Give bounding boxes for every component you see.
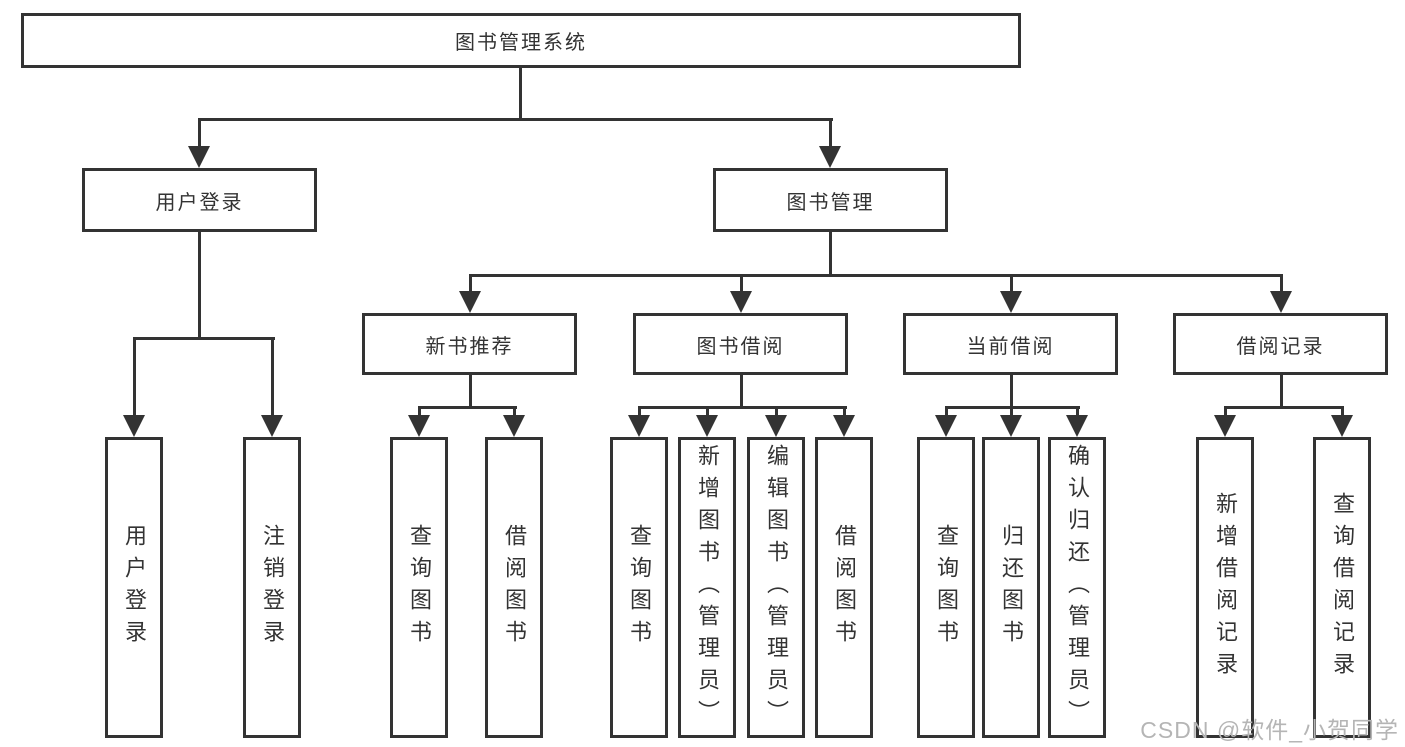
connector-line bbox=[1280, 274, 1283, 294]
leaf-label: 借阅图书 bbox=[832, 523, 857, 652]
arrow-down-icon bbox=[408, 415, 430, 437]
node-current-borrowing: 当前借阅 bbox=[903, 313, 1118, 375]
node-label: 图书管理 bbox=[786, 191, 875, 214]
leaf-label: 归还图书 bbox=[999, 523, 1024, 652]
arrow-down-icon bbox=[765, 415, 787, 437]
connector-line bbox=[775, 406, 778, 417]
arrow-down-icon bbox=[503, 415, 525, 437]
connector-line bbox=[198, 118, 201, 148]
connector-line bbox=[1010, 274, 1013, 294]
connector-line bbox=[198, 232, 201, 340]
connector-line bbox=[740, 375, 743, 409]
leaf-label: 查询借阅记录 bbox=[1330, 491, 1355, 684]
leaf-user-login: 用户登录 bbox=[105, 437, 163, 738]
arrow-down-icon bbox=[123, 415, 145, 437]
node-library-management-system: 图书管理系统 bbox=[21, 13, 1021, 68]
connector-line bbox=[1076, 406, 1079, 417]
node-label: 图书管理系统 bbox=[455, 32, 587, 54]
arrow-down-icon bbox=[261, 415, 283, 437]
connector-line bbox=[1224, 406, 1227, 417]
node-borrowing-records: 借阅记录 bbox=[1173, 313, 1388, 375]
csdn-watermark: CSDN @软件_小贺同学 bbox=[1140, 717, 1399, 743]
leaf-label: 用户登录 bbox=[122, 523, 147, 652]
leaf-label: 确认归还（管理员） bbox=[1065, 443, 1090, 732]
connector-line bbox=[638, 406, 847, 409]
connector-line bbox=[133, 337, 275, 340]
connector-line bbox=[1280, 375, 1283, 409]
arrow-down-icon bbox=[819, 146, 841, 168]
node-new-book-recommendation: 新书推荐 bbox=[362, 313, 577, 375]
connector-line bbox=[945, 406, 948, 417]
arrow-down-icon bbox=[1000, 415, 1022, 437]
connector-line bbox=[513, 406, 516, 417]
node-label: 图书借阅 bbox=[696, 335, 785, 358]
leaf-newbook-borrow-books: 借阅图书 bbox=[485, 437, 543, 738]
leaf-label: 注销登录 bbox=[260, 523, 285, 652]
node-book-borrowing: 图书借阅 bbox=[633, 313, 848, 375]
leaf-logout: 注销登录 bbox=[243, 437, 301, 738]
leaf-label: 借阅图书 bbox=[502, 523, 527, 652]
leaf-records-add-borrow-record: 新增借阅记录 bbox=[1196, 437, 1254, 738]
leaf-label: 查询图书 bbox=[934, 523, 959, 652]
leaf-label: 新增借阅记录 bbox=[1213, 491, 1238, 684]
leaf-borrowing-borrow-books: 借阅图书 bbox=[815, 437, 873, 738]
leaf-records-query-borrow-record: 查询借阅记录 bbox=[1313, 437, 1371, 738]
leaf-label: 查询图书 bbox=[627, 523, 652, 652]
connector-line bbox=[829, 118, 832, 148]
leaf-borrowing-query-books: 查询图书 bbox=[610, 437, 668, 738]
leaf-current-confirm-return-admin: 确认归还（管理员） bbox=[1048, 437, 1106, 738]
leaf-label: 编辑图书（管理员） bbox=[764, 443, 789, 732]
arrow-down-icon bbox=[188, 146, 210, 168]
arrow-down-icon bbox=[696, 415, 718, 437]
arrow-down-icon bbox=[1066, 415, 1088, 437]
leaf-label: 新增图书（管理员） bbox=[695, 443, 720, 732]
connector-line bbox=[418, 406, 421, 417]
arrow-down-icon bbox=[1000, 291, 1022, 313]
arrow-down-icon bbox=[935, 415, 957, 437]
connector-line bbox=[638, 406, 641, 417]
arrow-down-icon bbox=[1331, 415, 1353, 437]
connector-line bbox=[740, 274, 743, 294]
arrow-down-icon bbox=[1214, 415, 1236, 437]
connector-line bbox=[1010, 375, 1013, 409]
connector-line bbox=[198, 118, 833, 121]
leaf-newbook-query-books: 查询图书 bbox=[390, 437, 448, 738]
connector-line bbox=[469, 375, 472, 409]
connector-line bbox=[1341, 406, 1344, 417]
connector-line bbox=[469, 274, 472, 294]
arrow-down-icon bbox=[628, 415, 650, 437]
node-label: 当前借阅 bbox=[966, 335, 1055, 358]
node-user-login: 用户登录 bbox=[82, 168, 317, 232]
leaf-current-return-books: 归还图书 bbox=[982, 437, 1040, 738]
node-book-management: 图书管理 bbox=[713, 168, 948, 232]
connector-line bbox=[418, 406, 517, 409]
arrow-down-icon bbox=[833, 415, 855, 437]
connector-line bbox=[843, 406, 846, 417]
connector-line bbox=[519, 67, 522, 120]
connector-line bbox=[271, 337, 274, 417]
leaf-current-query-books: 查询图书 bbox=[917, 437, 975, 738]
connector-line bbox=[1224, 406, 1344, 409]
node-label: 用户登录 bbox=[155, 191, 244, 214]
connector-line bbox=[706, 406, 709, 417]
arrow-down-icon bbox=[459, 291, 481, 313]
leaf-borrowing-edit-books-admin: 编辑图书（管理员） bbox=[747, 437, 805, 738]
node-label: 新书推荐 bbox=[425, 335, 514, 358]
arrow-down-icon bbox=[1270, 291, 1292, 313]
leaf-borrowing-add-books-admin: 新增图书（管理员） bbox=[678, 437, 736, 738]
node-label: 借阅记录 bbox=[1236, 335, 1325, 358]
connector-line bbox=[829, 232, 832, 277]
leaf-label: 查询图书 bbox=[407, 523, 432, 652]
connector-line bbox=[133, 337, 136, 417]
arrow-down-icon bbox=[730, 291, 752, 313]
connector-line bbox=[469, 274, 1283, 277]
connector-line bbox=[1010, 406, 1013, 417]
